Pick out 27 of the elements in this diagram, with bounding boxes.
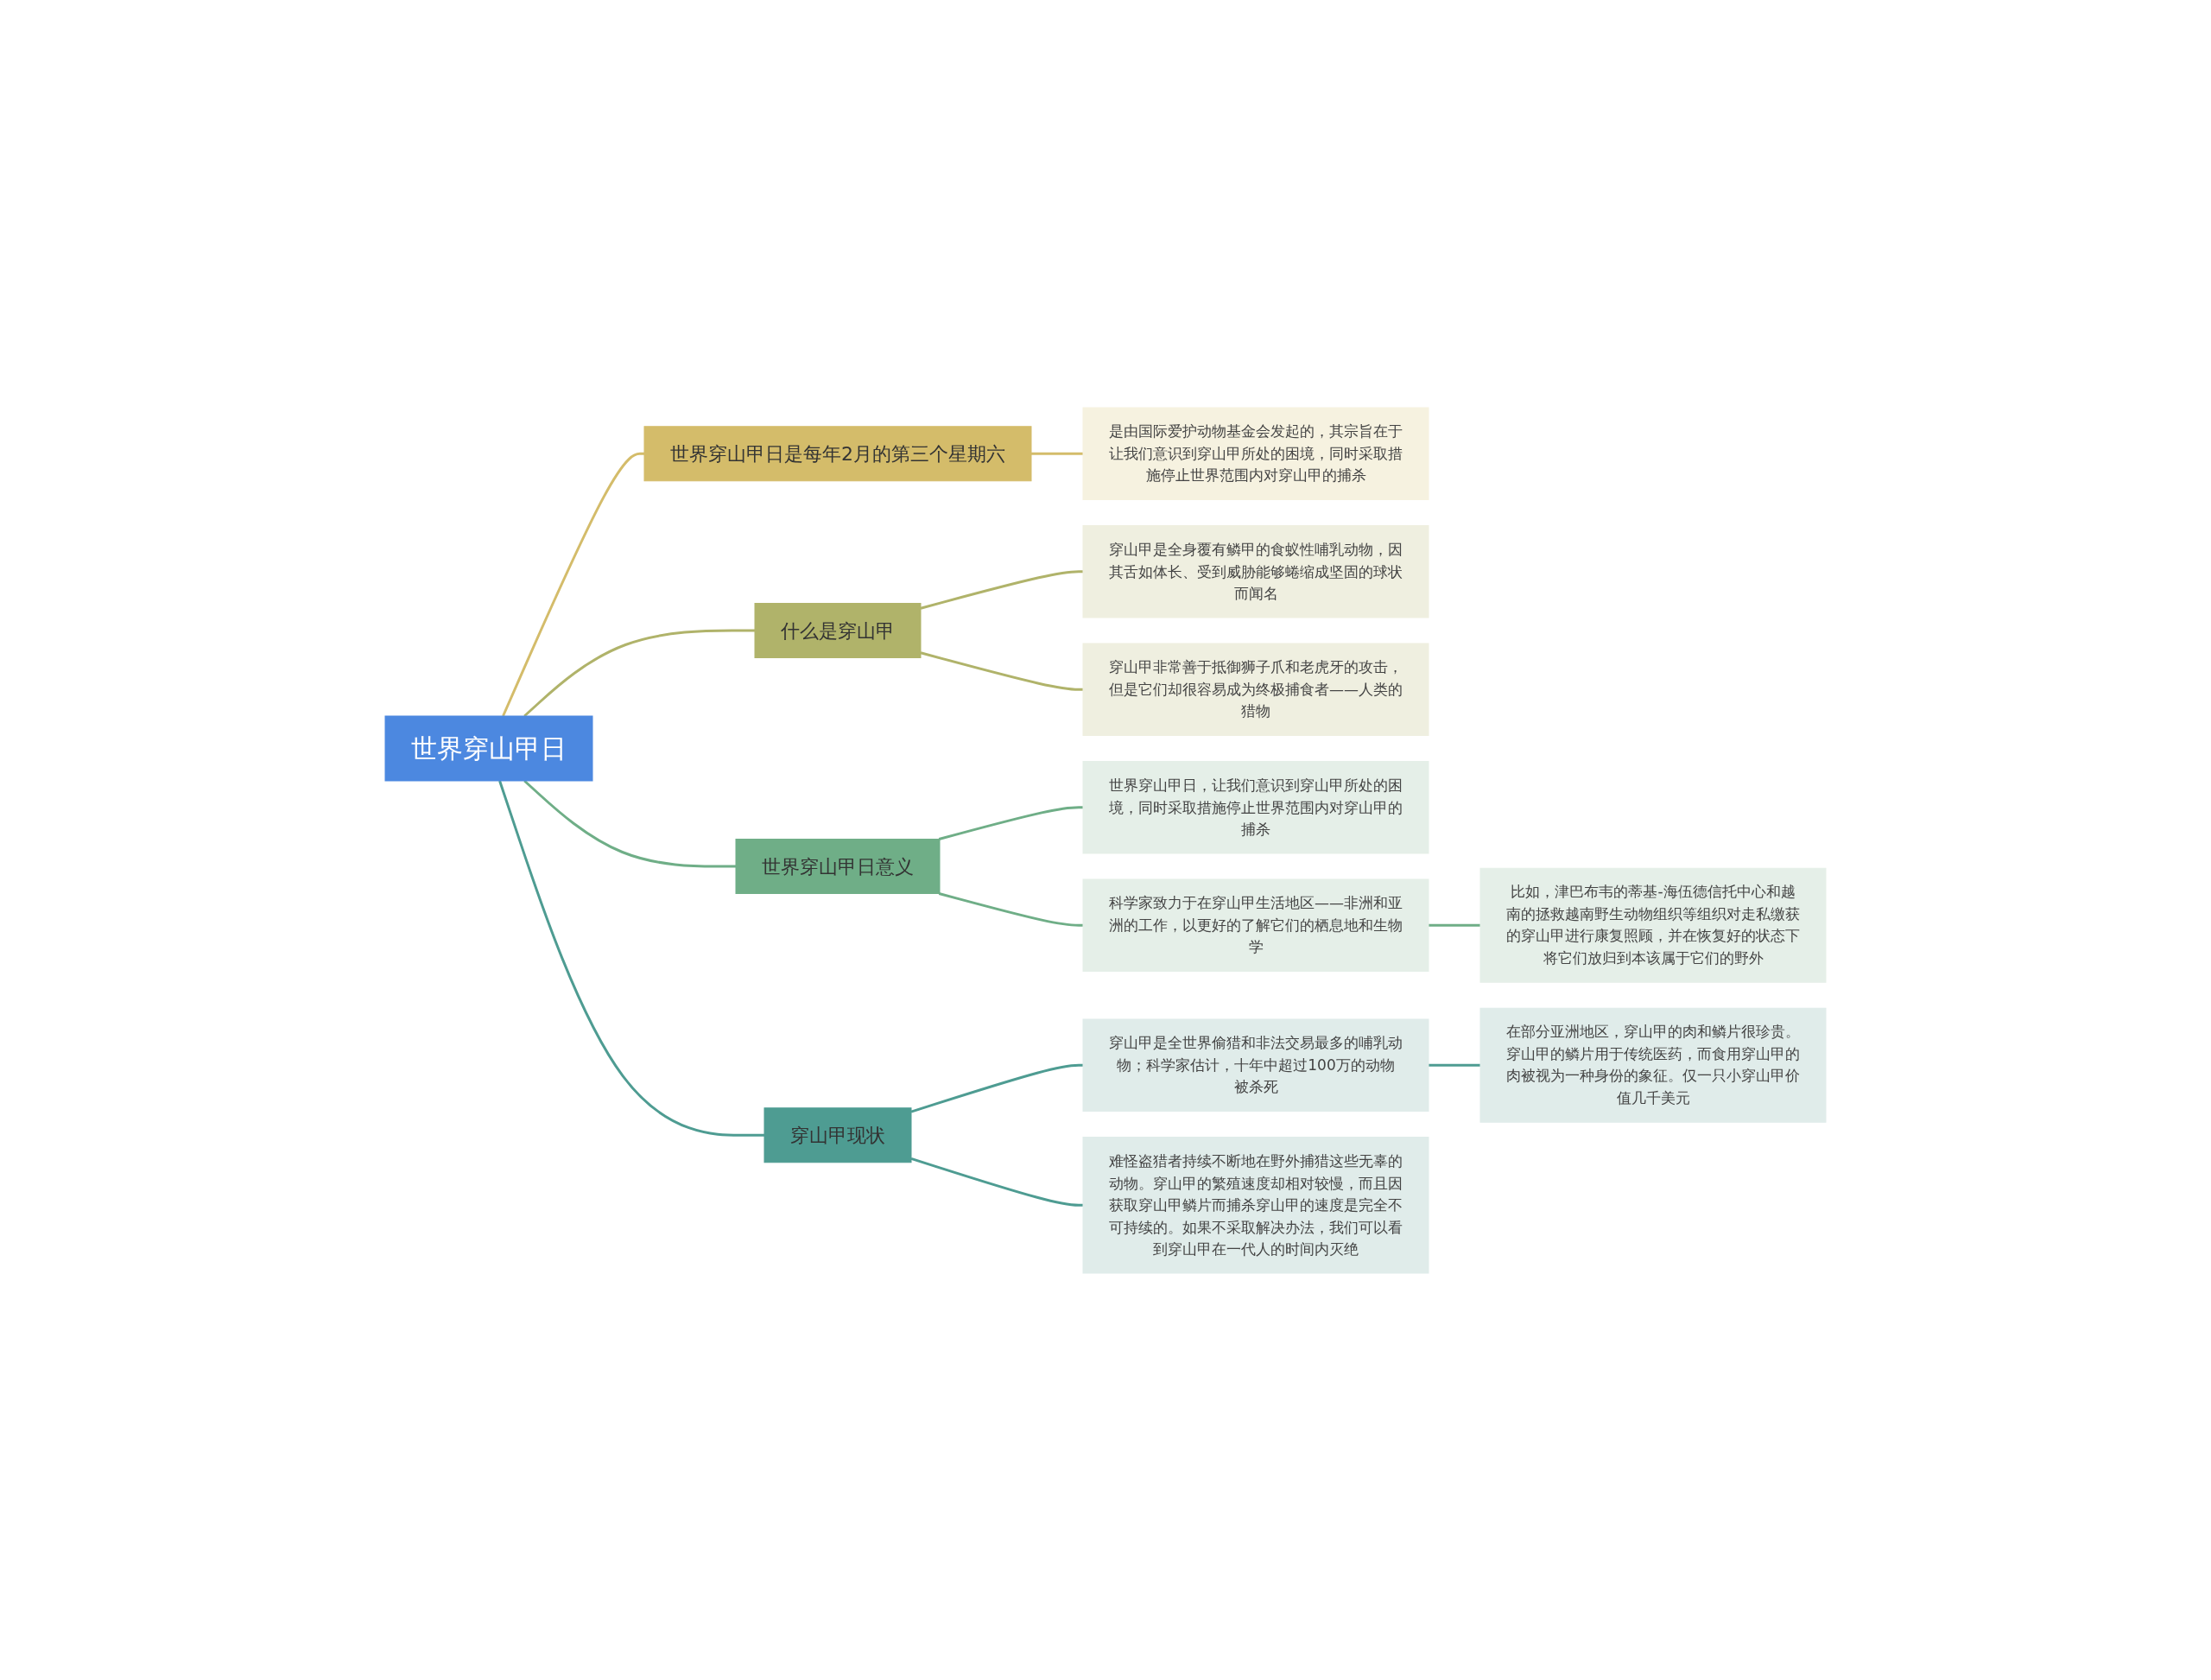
connector [910, 1063, 1083, 1113]
connector [498, 780, 764, 1137]
connector [523, 779, 736, 867]
node-box: 世界穿山甲日，让我们意识到穿山甲所处的困境，同时采取措施停止世界范围内对穿山甲的捕杀 [1082, 760, 1429, 853]
node-box: 穿山甲现状 [763, 1106, 912, 1163]
node-box: 穿山甲非常善于抵御狮子爪和老虎牙的攻击，但是它们却很容易成为终极捕食者——人类的猎物 [1082, 643, 1429, 736]
connector [938, 805, 1083, 840]
node-box: 世界穿山甲日意义 [735, 838, 941, 894]
connector [1429, 923, 1480, 927]
connector [1031, 452, 1083, 455]
node-box: 世界穿山甲日 [384, 715, 593, 781]
connector [502, 452, 644, 717]
node-box: 科学家致力于在穿山甲生活地区——非洲和亚洲的工作，以更好的了解它们的栖息地和生物学 [1082, 878, 1429, 972]
connector [910, 1157, 1083, 1207]
connector [920, 569, 1083, 610]
node-box: 什么是穿山甲 [754, 602, 922, 658]
connector [1429, 1063, 1480, 1067]
node-box: 比如，津巴布韦的蒂基-海伍德信托中心和越南的拯救越南野生动物组织等组织对走私缴获的穿山甲进行康复照顾，并在恢复好的状态下将它们放归到本该属于它们的野外 [1479, 867, 1827, 983]
node-box: 在部分亚洲地区，穿山甲的肉和鳞片很珍贵。穿山甲的鳞片用于传统医药，而食用穿山甲的肉被视为一种身份的象征。仅一只小穿山甲价值几千美元 [1479, 1007, 1827, 1123]
node-box: 是由国际爱护动物基金会发起的，其宗旨在于让我们意识到穿山甲所处的困境，同时采取措施停止世界范围内对穿山甲的捕杀 [1082, 407, 1429, 500]
node-box: 世界穿山甲日是每年2月的第三个星期六 [643, 425, 1032, 481]
connector [920, 650, 1083, 691]
node-box: 穿山甲是全世界偷猎和非法交易最多的哺乳动物；科学家估计，十年中超过100万的动物被杀死 [1082, 1018, 1429, 1112]
node-box: 穿山甲是全身覆有鳞甲的食蚁性哺乳动物，因其舌如体长、受到威胁能够蜷缩成坚固的球状而闻名 [1082, 524, 1429, 618]
connector [523, 629, 755, 717]
connector [938, 891, 1083, 927]
node-box: 难怪盗猎者持续不断地在野外捕猎这些无辜的动物。穿山甲的繁殖速度却相对较慢，而且因获取穿山甲鳞片而捕杀穿山甲的速度是完全不可持续的。如果不采取解决办法，我们可以看到穿山甲在一代人的时间内灭绝 [1082, 1136, 1429, 1273]
